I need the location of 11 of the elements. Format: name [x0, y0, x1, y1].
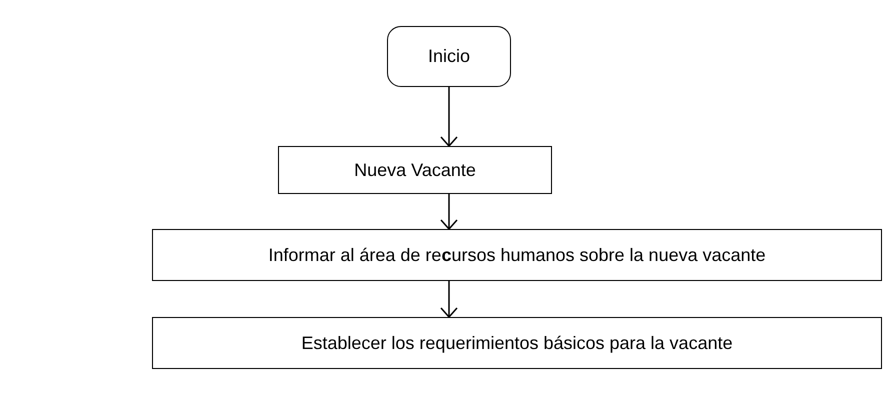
process-box [152, 229, 882, 281]
process-box [152, 317, 882, 369]
step-text: Nueva Vacante [354, 160, 476, 180]
process-box [278, 146, 552, 194]
arrow [440, 194, 458, 230]
arrow [440, 87, 458, 147]
arrow [440, 281, 458, 318]
step-text: Informar al área de recursos humanos sobre la nueva vacante [268, 244, 766, 266]
step-text: Establecer los requerimientos básicos para la vacante [301, 332, 733, 354]
terminal-box [387, 26, 511, 87]
step-text: Inicio [428, 46, 470, 67]
